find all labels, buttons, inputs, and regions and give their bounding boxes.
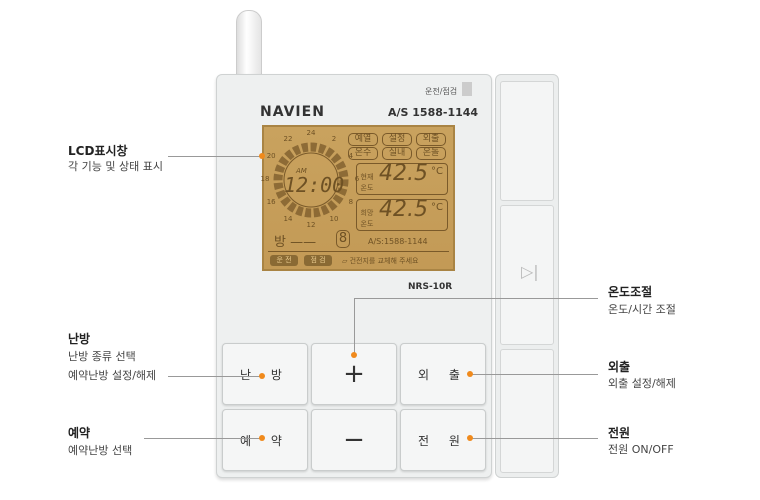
as-number: A/S 1588-1144 (388, 106, 479, 119)
heating-annotation-desc: 난방 종류 선택 (68, 350, 136, 363)
clock-hour-tick: 10 (329, 214, 339, 223)
minus-button[interactable]: − (311, 409, 397, 471)
lcd-mode: 온돌 (416, 147, 446, 160)
side-play-button[interactable]: ▷| (500, 205, 554, 345)
clock-hour-tick: 14 (283, 214, 293, 223)
model-name: NRS-10R (408, 282, 453, 292)
temp-annotation-title: 온도조절 (608, 285, 653, 299)
clock-hour-tick: 16 (266, 198, 276, 206)
temp-annotation-desc: 온도/시간 조절 (608, 303, 676, 316)
lcd-mode: 예열 (348, 133, 378, 146)
ampm: AM (296, 167, 307, 175)
outing-annotation-title: 외출 (608, 360, 631, 374)
play-icon: ▷| (521, 262, 539, 281)
clock-hour-tick: 18 (260, 175, 270, 183)
lcd-check: 점 검 (304, 255, 332, 266)
battery-icon: ▱ (342, 257, 350, 265)
side-panel: ▷| (495, 74, 559, 478)
desired-temp-box: 희망 온도 42.5 °C (356, 199, 448, 231)
outing-annotation-desc: 외출 설정/해제 (608, 377, 676, 390)
lcd-mode: 설정 (382, 133, 412, 146)
heating-button[interactable]: 난 방 (222, 343, 308, 405)
lcd-as-text: A/S:1588-1144 (368, 237, 428, 246)
clock-ring (273, 142, 349, 218)
lcd-run: 운 전 (270, 255, 298, 266)
clock-hour-tick: 24 (306, 129, 316, 137)
clock-hour-tick: 8 (348, 198, 354, 206)
power-annotation-desc: 전원 ON/OFF (608, 443, 674, 456)
run-check-button[interactable] (462, 82, 472, 96)
clock-hour-tick: 12 (306, 221, 316, 229)
battery-message: ▱ 건전지를 교체해 주세요 (342, 257, 419, 265)
reserve-annotation-title: 예약 (68, 426, 91, 440)
clock-hour-tick: 2 (331, 135, 337, 144)
clock-hour-tick: 4 (348, 152, 354, 160)
antenna (236, 10, 262, 80)
heating-annotation-title: 난방 (68, 332, 91, 346)
power-button[interactable]: 전 원 (400, 409, 486, 471)
lcd-annotation-desc: 각 기능 및 상태 표시 (68, 160, 163, 173)
room-label: 방 —— (274, 235, 317, 250)
brand-logo: NAVIEN (260, 104, 325, 120)
lcd-mode: 실내 (382, 147, 412, 160)
clock-time: 12:00 (284, 173, 345, 197)
lcd-display: AM 12:00 예열 설정 외출 온수 실내 온돌 현재 온도 42.5 °C… (260, 125, 455, 271)
heating-annotation-desc: 예약난방 설정/해제 (68, 369, 157, 382)
room-digit: 8 (336, 230, 350, 248)
clock-hour-tick: 20 (266, 152, 276, 160)
clock-hour-tick: 22 (283, 135, 293, 144)
lcd-annotation-title: LCD표시창 (68, 144, 128, 158)
clock-hour-tick: 6 (354, 175, 360, 183)
reserve-annotation-desc: 예약난방 선택 (68, 444, 133, 457)
lcd-mode: 온수 (348, 147, 378, 160)
lcd-mode: 외출 (416, 133, 446, 146)
current-temp-box: 현재 온도 42.5 °C (356, 163, 448, 195)
power-annotation-title: 전원 (608, 426, 631, 440)
run-check-label: 운전/점검 (425, 87, 458, 96)
reserve-button[interactable]: 예 약 (222, 409, 308, 471)
